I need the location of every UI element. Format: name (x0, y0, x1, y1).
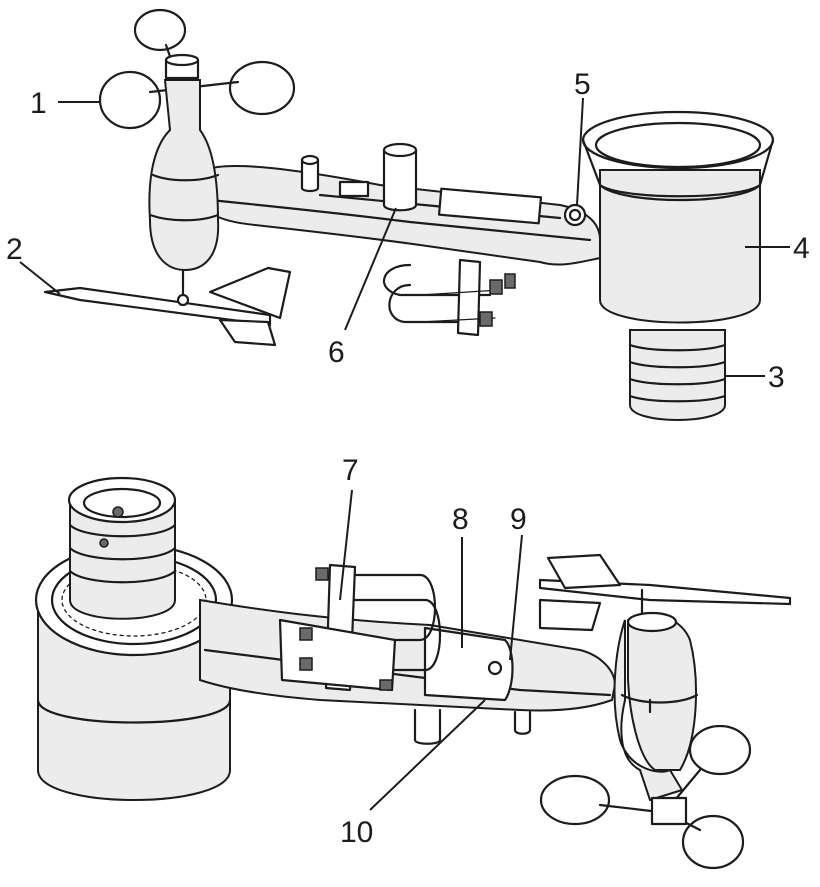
wind-vane (43, 266, 292, 347)
callout-4: 4 (793, 232, 810, 265)
callout-1: 1 (30, 87, 47, 120)
callout-8: 8 (452, 503, 469, 536)
thermo-hygro-shield (628, 329, 727, 421)
rain-gauge (581, 110, 775, 324)
callout-2: 2 (6, 233, 23, 266)
top-wind-sensor-housing (148, 79, 220, 302)
leader-6 (344, 207, 397, 331)
callout-7: 7 (342, 454, 359, 487)
sensor-body-arm (198, 142, 601, 266)
callout-5: 5 (574, 68, 591, 101)
shield-bottom (67, 476, 177, 620)
bottom-view: 7 8 9 10 (34, 454, 792, 870)
callout-10: 10 (340, 816, 373, 849)
leader-5 (576, 97, 584, 206)
leader-10 (369, 699, 486, 811)
callout-6: 6 (328, 336, 345, 369)
leader-9 (509, 534, 523, 661)
leader-7 (339, 489, 353, 601)
bottom-anemometer-cups (539, 724, 752, 870)
callout-9: 9 (510, 503, 527, 536)
anemometer-cups (98, 8, 296, 130)
bottom-wind-sensor-housing (613, 611, 699, 802)
bottom-mounting-bracket (278, 563, 441, 692)
callout-3: 3 (768, 361, 785, 394)
bottom-wind-vane (538, 553, 792, 632)
top-mounting-bracket (382, 258, 516, 337)
leader-2 (19, 261, 61, 295)
top-view: 1 2 3 4 5 6 (6, 8, 810, 421)
